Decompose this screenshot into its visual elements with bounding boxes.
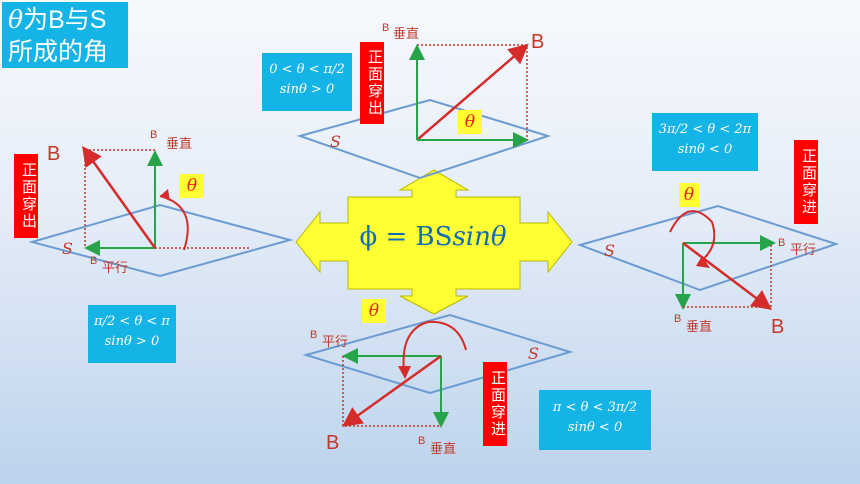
top-perp-label: 垂直 xyxy=(393,26,419,41)
top-direction-tag: 正面穿出 xyxy=(360,42,384,124)
left-direction-tag: 正面穿出 xyxy=(14,154,38,238)
right-condition-box: 3π/2 < θ < 2π sinθ < 0 xyxy=(652,113,758,171)
bottom-b-small: B xyxy=(310,329,317,341)
right-b-small: B xyxy=(778,237,785,249)
four-way-arrow xyxy=(295,169,573,315)
top-condition-box: 0 < θ < π/2 sinθ > 0 xyxy=(262,53,352,111)
top-plane-s: S xyxy=(330,132,341,151)
left-b-vector xyxy=(82,145,157,249)
flux-formula: ϕ = BSsinθ xyxy=(348,222,518,252)
top-b-big: B xyxy=(531,31,544,53)
bottom-theta-box: θ xyxy=(362,299,386,323)
top-theta-box: θ xyxy=(458,110,482,134)
top-dotted-box xyxy=(417,44,528,140)
top-b-small: B xyxy=(382,22,389,34)
bottom-plane xyxy=(302,313,574,395)
page-title: θ为B与S 所成的角 xyxy=(2,2,128,68)
bottom-perp-label: 垂直 xyxy=(430,441,456,456)
left-theta-arrowhead xyxy=(160,189,170,201)
left-theta-box: θ xyxy=(180,174,204,198)
bottom-quadrant: S B B 平行 B 垂直 xyxy=(302,313,574,456)
right-b-big: B xyxy=(771,316,784,338)
bottom-b-small-2: B xyxy=(418,435,425,447)
right-b-small-2: B xyxy=(674,313,681,325)
bottom-sign: sinθ < 0 xyxy=(567,420,623,435)
right-b-vector xyxy=(682,242,772,311)
bottom-plane-s: S xyxy=(528,344,539,363)
left-quadrant: S B B 垂直 B 平行 xyxy=(28,129,294,278)
bottom-dotted-box xyxy=(342,356,441,427)
left-plane xyxy=(28,203,294,278)
top-b-vector xyxy=(416,43,529,141)
left-sign: sinθ > 0 xyxy=(104,334,160,349)
bottom-theta-arc xyxy=(402,320,467,373)
bottom-direction-tag: 正面穿进 xyxy=(483,362,507,446)
left-b-big: B xyxy=(47,143,60,165)
title-line2: 所成的角 xyxy=(8,38,109,66)
top-range: 0 < θ < π/2 xyxy=(269,62,345,77)
formula-phi: ϕ = BS xyxy=(359,222,453,252)
bottom-b-vector xyxy=(341,354,442,427)
right-direction-tag: 正面穿进 xyxy=(794,140,818,224)
left-dotted-box xyxy=(84,149,155,248)
bottom-parallel-label: 平行 xyxy=(322,334,348,349)
title-line1: 为B与S xyxy=(23,6,107,34)
left-plane-s: S xyxy=(62,239,73,258)
right-sign: sinθ < 0 xyxy=(677,142,733,157)
right-plane xyxy=(576,204,840,292)
top-quadrant: S B B 垂直 xyxy=(296,22,552,180)
right-quadrant: S B B 平行 B 垂直 xyxy=(576,204,840,338)
bottom-theta-arrowhead xyxy=(398,366,411,379)
top-sign: sinθ > 0 xyxy=(279,82,335,97)
left-b-small-2: B xyxy=(90,255,97,267)
left-parallel-label: 平行 xyxy=(102,260,128,275)
formula-sin: sinθ xyxy=(452,222,507,252)
left-b-small: B xyxy=(150,129,157,141)
right-range: 3π/2 < θ < 2π xyxy=(658,122,752,137)
bottom-range: π < θ < 3π/2 xyxy=(552,400,638,415)
right-perp-label: 垂直 xyxy=(686,319,712,334)
right-theta-arrowhead xyxy=(696,256,710,268)
bottom-b-big: B xyxy=(326,432,339,454)
left-perp-label: 垂直 xyxy=(166,136,192,151)
right-theta-box: θ xyxy=(679,183,699,207)
left-range: π/2 < θ < π xyxy=(94,314,170,329)
right-dotted-box xyxy=(683,243,772,308)
right-parallel-label: 平行 xyxy=(790,242,816,257)
right-theta-arc xyxy=(669,210,716,263)
theta-symbol: θ xyxy=(8,5,24,34)
left-condition-box: π/2 < θ < π sinθ > 0 xyxy=(88,305,176,363)
right-plane-s: S xyxy=(604,241,615,260)
bottom-condition-box: π < θ < 3π/2 sinθ < 0 xyxy=(539,390,651,450)
left-theta-arc xyxy=(159,195,189,251)
top-plane xyxy=(296,98,552,180)
